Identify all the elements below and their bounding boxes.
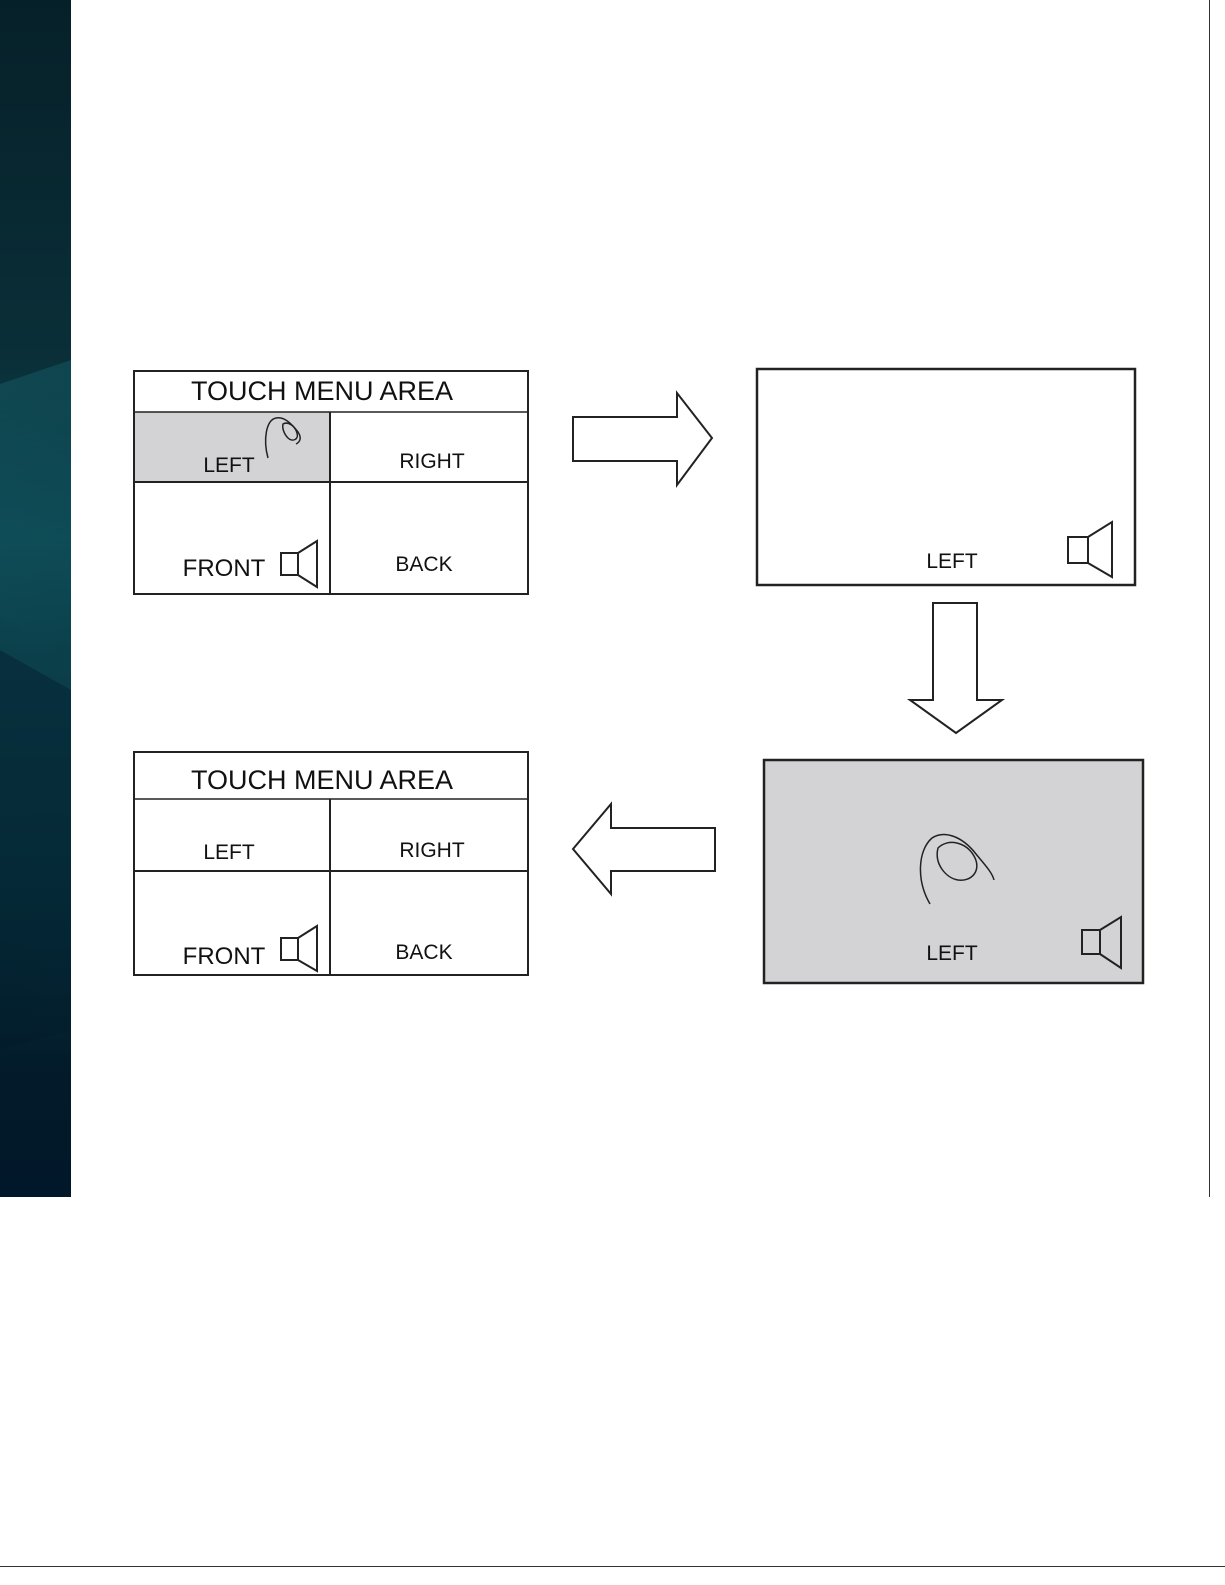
menu-title: TOUCH MENU AREA xyxy=(191,765,453,795)
menu-front-button[interactable]: FRONT xyxy=(183,555,266,582)
touch-menu-panel-2: TOUCH MENU AREA LEFT RIGHT FRONT BACK xyxy=(134,752,528,975)
menu-left-button[interactable]: LEFT xyxy=(203,454,255,477)
arrow-left-icon xyxy=(573,804,715,894)
screen-panel-2: LEFT xyxy=(764,760,1143,983)
speaker-icon xyxy=(281,926,317,971)
menu-front-button[interactable]: FRONT xyxy=(183,943,266,970)
arrow-down-icon xyxy=(910,603,1002,733)
screen-panel-1: LEFT xyxy=(757,369,1135,585)
speaker-icon xyxy=(281,541,317,587)
menu-back-button[interactable]: BACK xyxy=(395,941,452,964)
arrow-right-icon xyxy=(573,393,712,485)
menu-back-button[interactable]: BACK xyxy=(395,553,452,576)
menu-left-button[interactable]: LEFT xyxy=(203,841,255,864)
screen-channel-label: LEFT xyxy=(926,550,978,573)
touch-menu-panel-1: TOUCH MENU AREA LEFT RIGHT FRONT BACK xyxy=(134,371,528,594)
menu-right-button[interactable]: RIGHT xyxy=(399,450,465,473)
menu-title: TOUCH MENU AREA xyxy=(191,376,453,406)
menu-right-button[interactable]: RIGHT xyxy=(399,839,465,862)
screen-channel-label: LEFT xyxy=(926,942,978,965)
